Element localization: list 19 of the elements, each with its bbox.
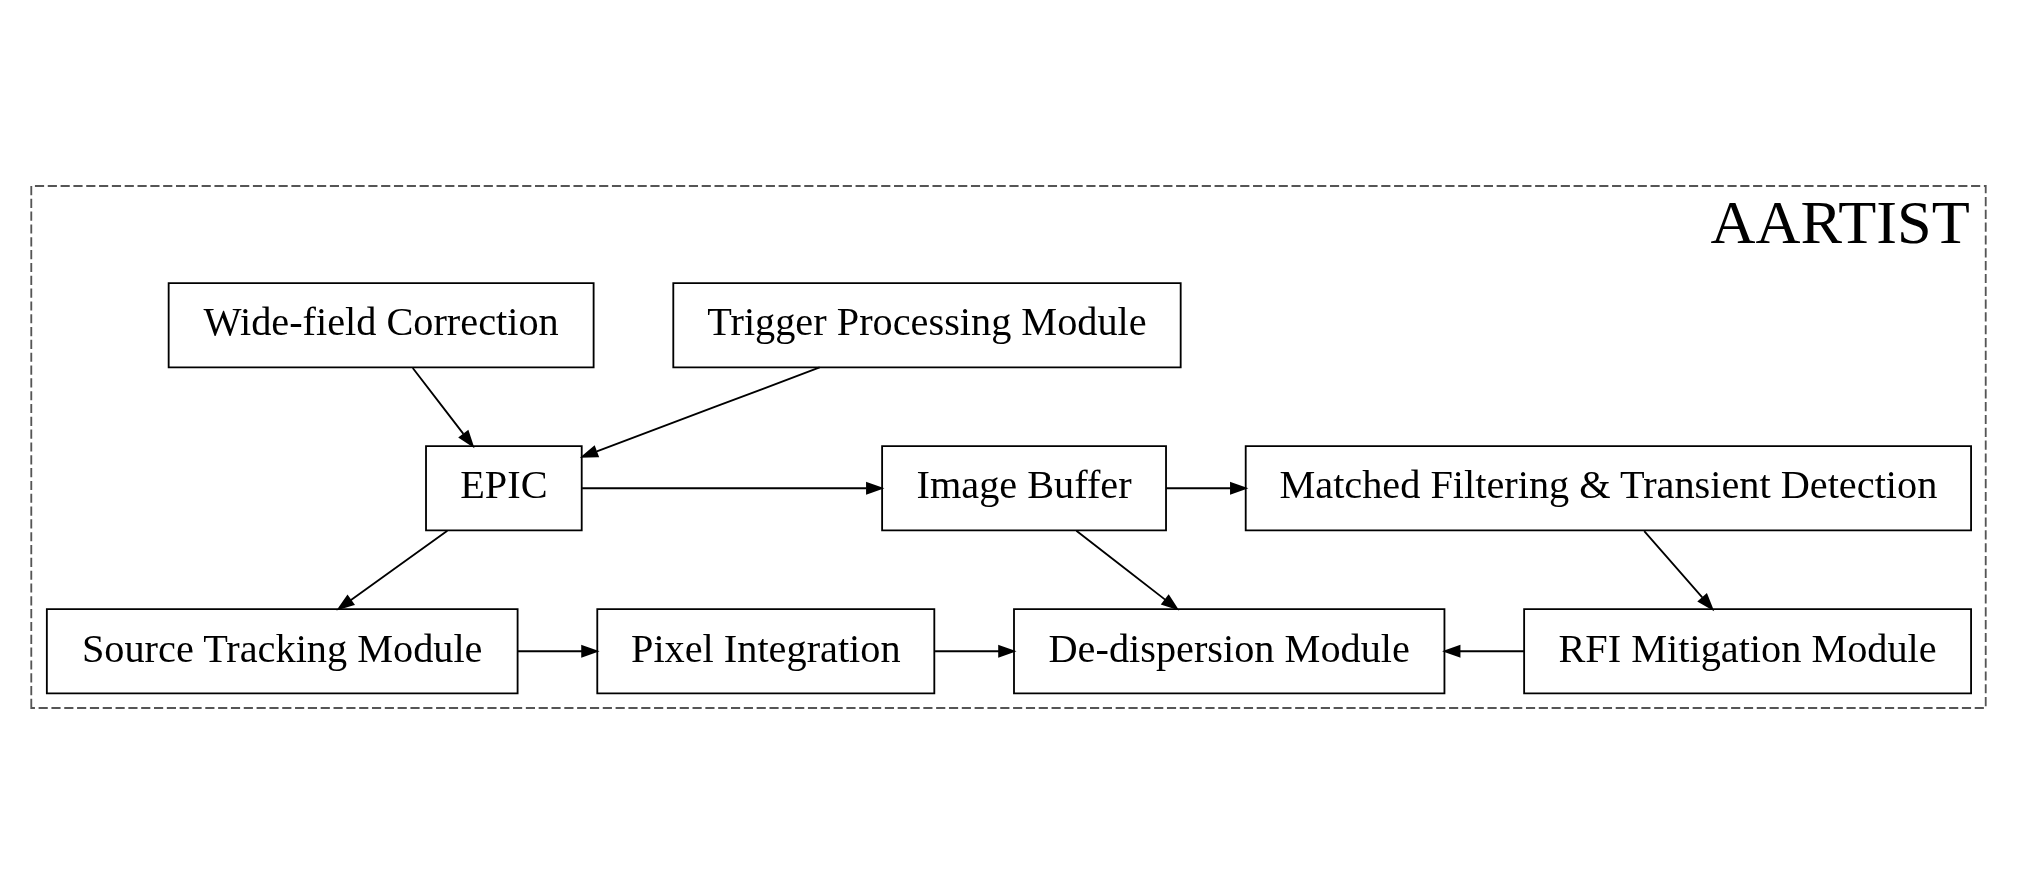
arrow: [1165, 481, 1249, 495]
node-box: Source Tracking Module: [45, 608, 519, 695]
arrow: [934, 644, 1017, 658]
arrow: [1075, 529, 1180, 611]
arrow: [1442, 644, 1526, 658]
node-box: Pixel Integration: [596, 608, 936, 695]
node-box: EPIC: [425, 445, 583, 532]
node-box: Trigger Processing Module: [672, 282, 1182, 369]
arrow: [581, 481, 885, 495]
arrow: [336, 529, 449, 611]
arrow: [516, 644, 600, 658]
node-box: Matched Filtering & Transient Detection: [1244, 445, 1972, 532]
arrow: [579, 366, 821, 458]
node-box: Wide-field Correction: [167, 282, 595, 369]
node-box: Image Buffer: [881, 445, 1167, 532]
node-box: De-dispersion Module: [1013, 608, 1446, 695]
node-box: RFI Mitigation Module: [1523, 608, 1972, 695]
arrow: [411, 367, 475, 449]
arrow: [1643, 530, 1715, 612]
